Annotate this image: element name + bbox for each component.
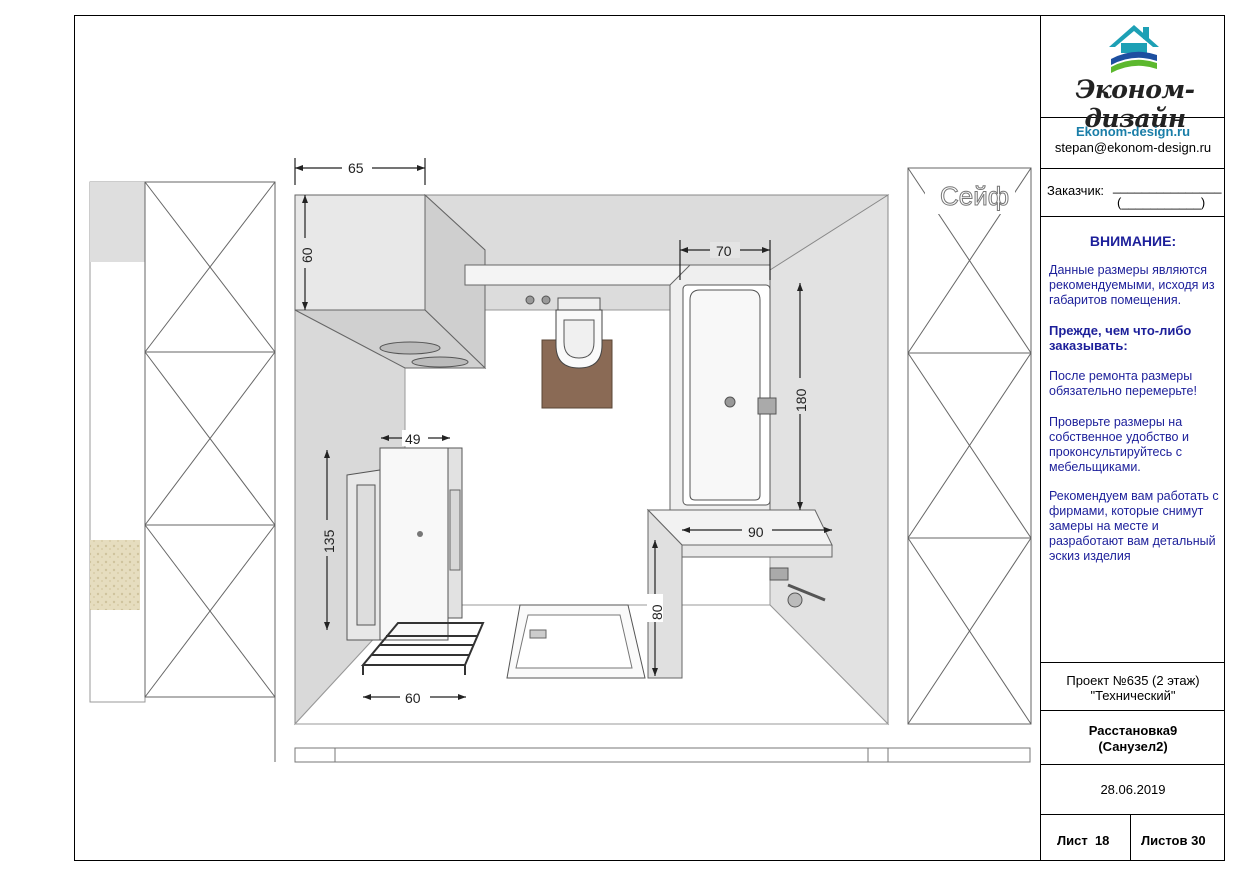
dim-cabinet-depth: 60 [299,247,315,263]
layout-title-line-1: Расстановка9 [1088,723,1178,738]
bathtub [669,264,777,511]
sheet-total-value: 30 [1191,833,1206,848]
left-adjacent-room [89,181,276,762]
sheet-number: Лист 18 [1057,833,1109,848]
contacts-cell: Ekonom-design.ru stepan@ekonom-design.ru [1041,118,1225,169]
dimension-arrows [295,165,832,700]
date-text: 28.06.2019 [1100,782,1166,797]
customer-paren: (___________) [1117,195,1206,210]
dim-shelf-height: 80 [649,604,665,620]
company-email-link[interactable]: stepan@ekonom-design.ru [1054,140,1212,155]
wall-cabinet [294,193,487,370]
notice-cell: ВНИМАНИЕ: Данные размеры являются рекоме… [1041,217,1225,663]
title-block: Эконом-дизайн Ekonom-design.ru stepan@ek… [1040,15,1225,861]
notice-paragraph-3: После ремонта размеры обязательно переме… [1049,369,1197,398]
sheet-total-label: Листов [1141,833,1188,848]
dim-vanity-length: 135 [321,529,337,553]
layout-title-cell: Расстановка9 (Санузел2) [1041,711,1225,765]
customer-cell: Заказчик: _______________ (___________) [1041,169,1225,217]
layout-title-line-2: (Санузел2) [1098,739,1168,754]
dim-vanity-depth: 49 [405,431,421,447]
company-name: Эконом-дизайн [1075,75,1195,133]
notice-paragraph-2: Прежде, чем что-либо заказывать: [1049,323,1192,353]
notice-paragraph-1: Данные размеры являются рекомендуемыми, … [1049,263,1215,307]
sheet-cell: Лист 18 Листов 30 [1041,815,1225,861]
bathroom-plan: Сейф [89,158,1032,763]
notice-paragraph-4: Проверьте размеры на собственное удобств… [1049,415,1189,474]
dim-bath-width: 70 [716,243,732,259]
vanity [346,447,463,641]
project-line-1: Проект №635 (2 этаж) [1066,673,1200,688]
safe-label: Сейф [940,181,1009,211]
toilet [464,264,691,409]
company-site-link[interactable]: Ekonom-design.ru [1075,124,1191,139]
logo-cell: Эконом-дизайн [1041,15,1225,133]
notice-title: ВНИМАНИЕ: [1089,233,1177,249]
tiled-shelf [646,508,833,679]
right-adjacent-cabinet: Сейф [907,167,1032,725]
customer-line: _______________ [1113,179,1222,194]
shower-tray [506,604,646,679]
date-cell: 28.06.2019 [1041,765,1225,815]
dim-rack-width: 60 [405,690,421,706]
dim-shelf-length: 90 [748,524,764,540]
shower-mixer [769,567,826,608]
drawing-frame [74,15,1225,861]
house-logo-icon [1109,25,1159,73]
sheet-value: 18 [1094,833,1110,848]
sheet-label: Лист [1057,833,1088,848]
sheet-total: Листов 30 [1141,833,1206,848]
towel-rack [360,622,485,675]
dim-cabinet-width: 65 [348,160,364,176]
dim-bath-length: 180 [793,388,809,412]
project-line-2: "Технический" [1090,688,1176,703]
notice-paragraph-5: Рекомендуем вам работать с фирмами, кото… [1049,489,1219,563]
customer-label: Заказчик: [1047,183,1105,198]
project-cell: Проект №635 (2 этаж) "Технический" [1041,663,1225,711]
